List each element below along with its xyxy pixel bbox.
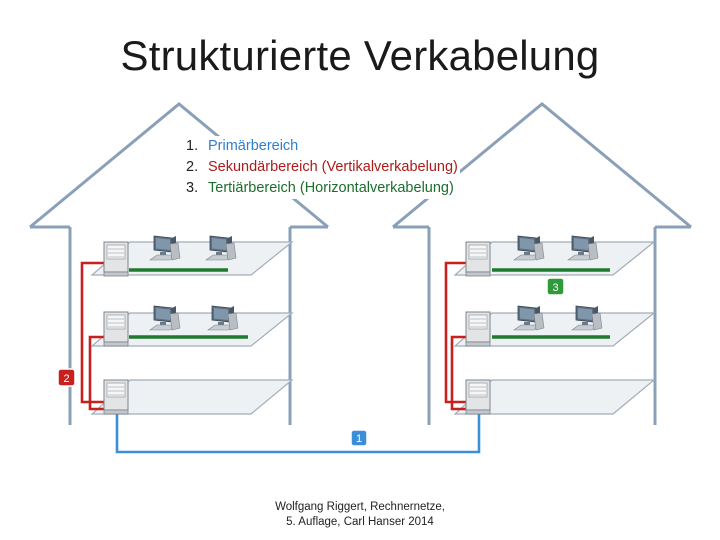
legend-label: Primärbereich <box>208 138 299 154</box>
badge-tertiary-label: 3 <box>552 282 558 294</box>
computer-icon <box>149 235 603 331</box>
badge-secondary: 2 <box>57 368 76 387</box>
legend-number: 2. <box>186 159 199 175</box>
primary-cabling <box>115 405 481 454</box>
page-title: Strukturierte Verkabelung <box>120 32 600 79</box>
legend-number: 1. <box>186 138 199 154</box>
credit-line-2: 5. Auflage, Carl Hanser 2014 <box>286 516 434 528</box>
tertiary-cabling <box>129 268 610 339</box>
badge-secondary-label: 2 <box>63 373 69 385</box>
legend-label: Sekundärbereich (Vertikalverkabelung) <box>208 159 458 175</box>
source-credit: Wolfgang Riggert, Rechnernetze, 5. Aufla… <box>250 500 470 530</box>
legend-list: 1. Primärbereich 2. Sekundärbereich (Verti… <box>184 136 460 199</box>
badge-primary-label: 1 <box>356 433 362 445</box>
badge-primary: 1 <box>350 429 368 447</box>
badge-tertiary: 3 <box>546 277 565 296</box>
legend-item-tertiary: 3. Tertiärbereich (Horizontalverkabelung) <box>186 178 458 199</box>
legend-item-primary: 1. Primärbereich <box>186 136 458 157</box>
secondary-cabling <box>80 261 466 411</box>
legend-number: 3. <box>186 180 199 196</box>
legend-label: Tertiärbereich (Horizontalverkabelung) <box>208 180 454 196</box>
credit-line-1: Wolfgang Riggert, Rechnernetze, <box>275 501 445 513</box>
legend-item-secondary: 2. Sekundärbereich (Vertikalverkabelung) <box>186 157 458 178</box>
